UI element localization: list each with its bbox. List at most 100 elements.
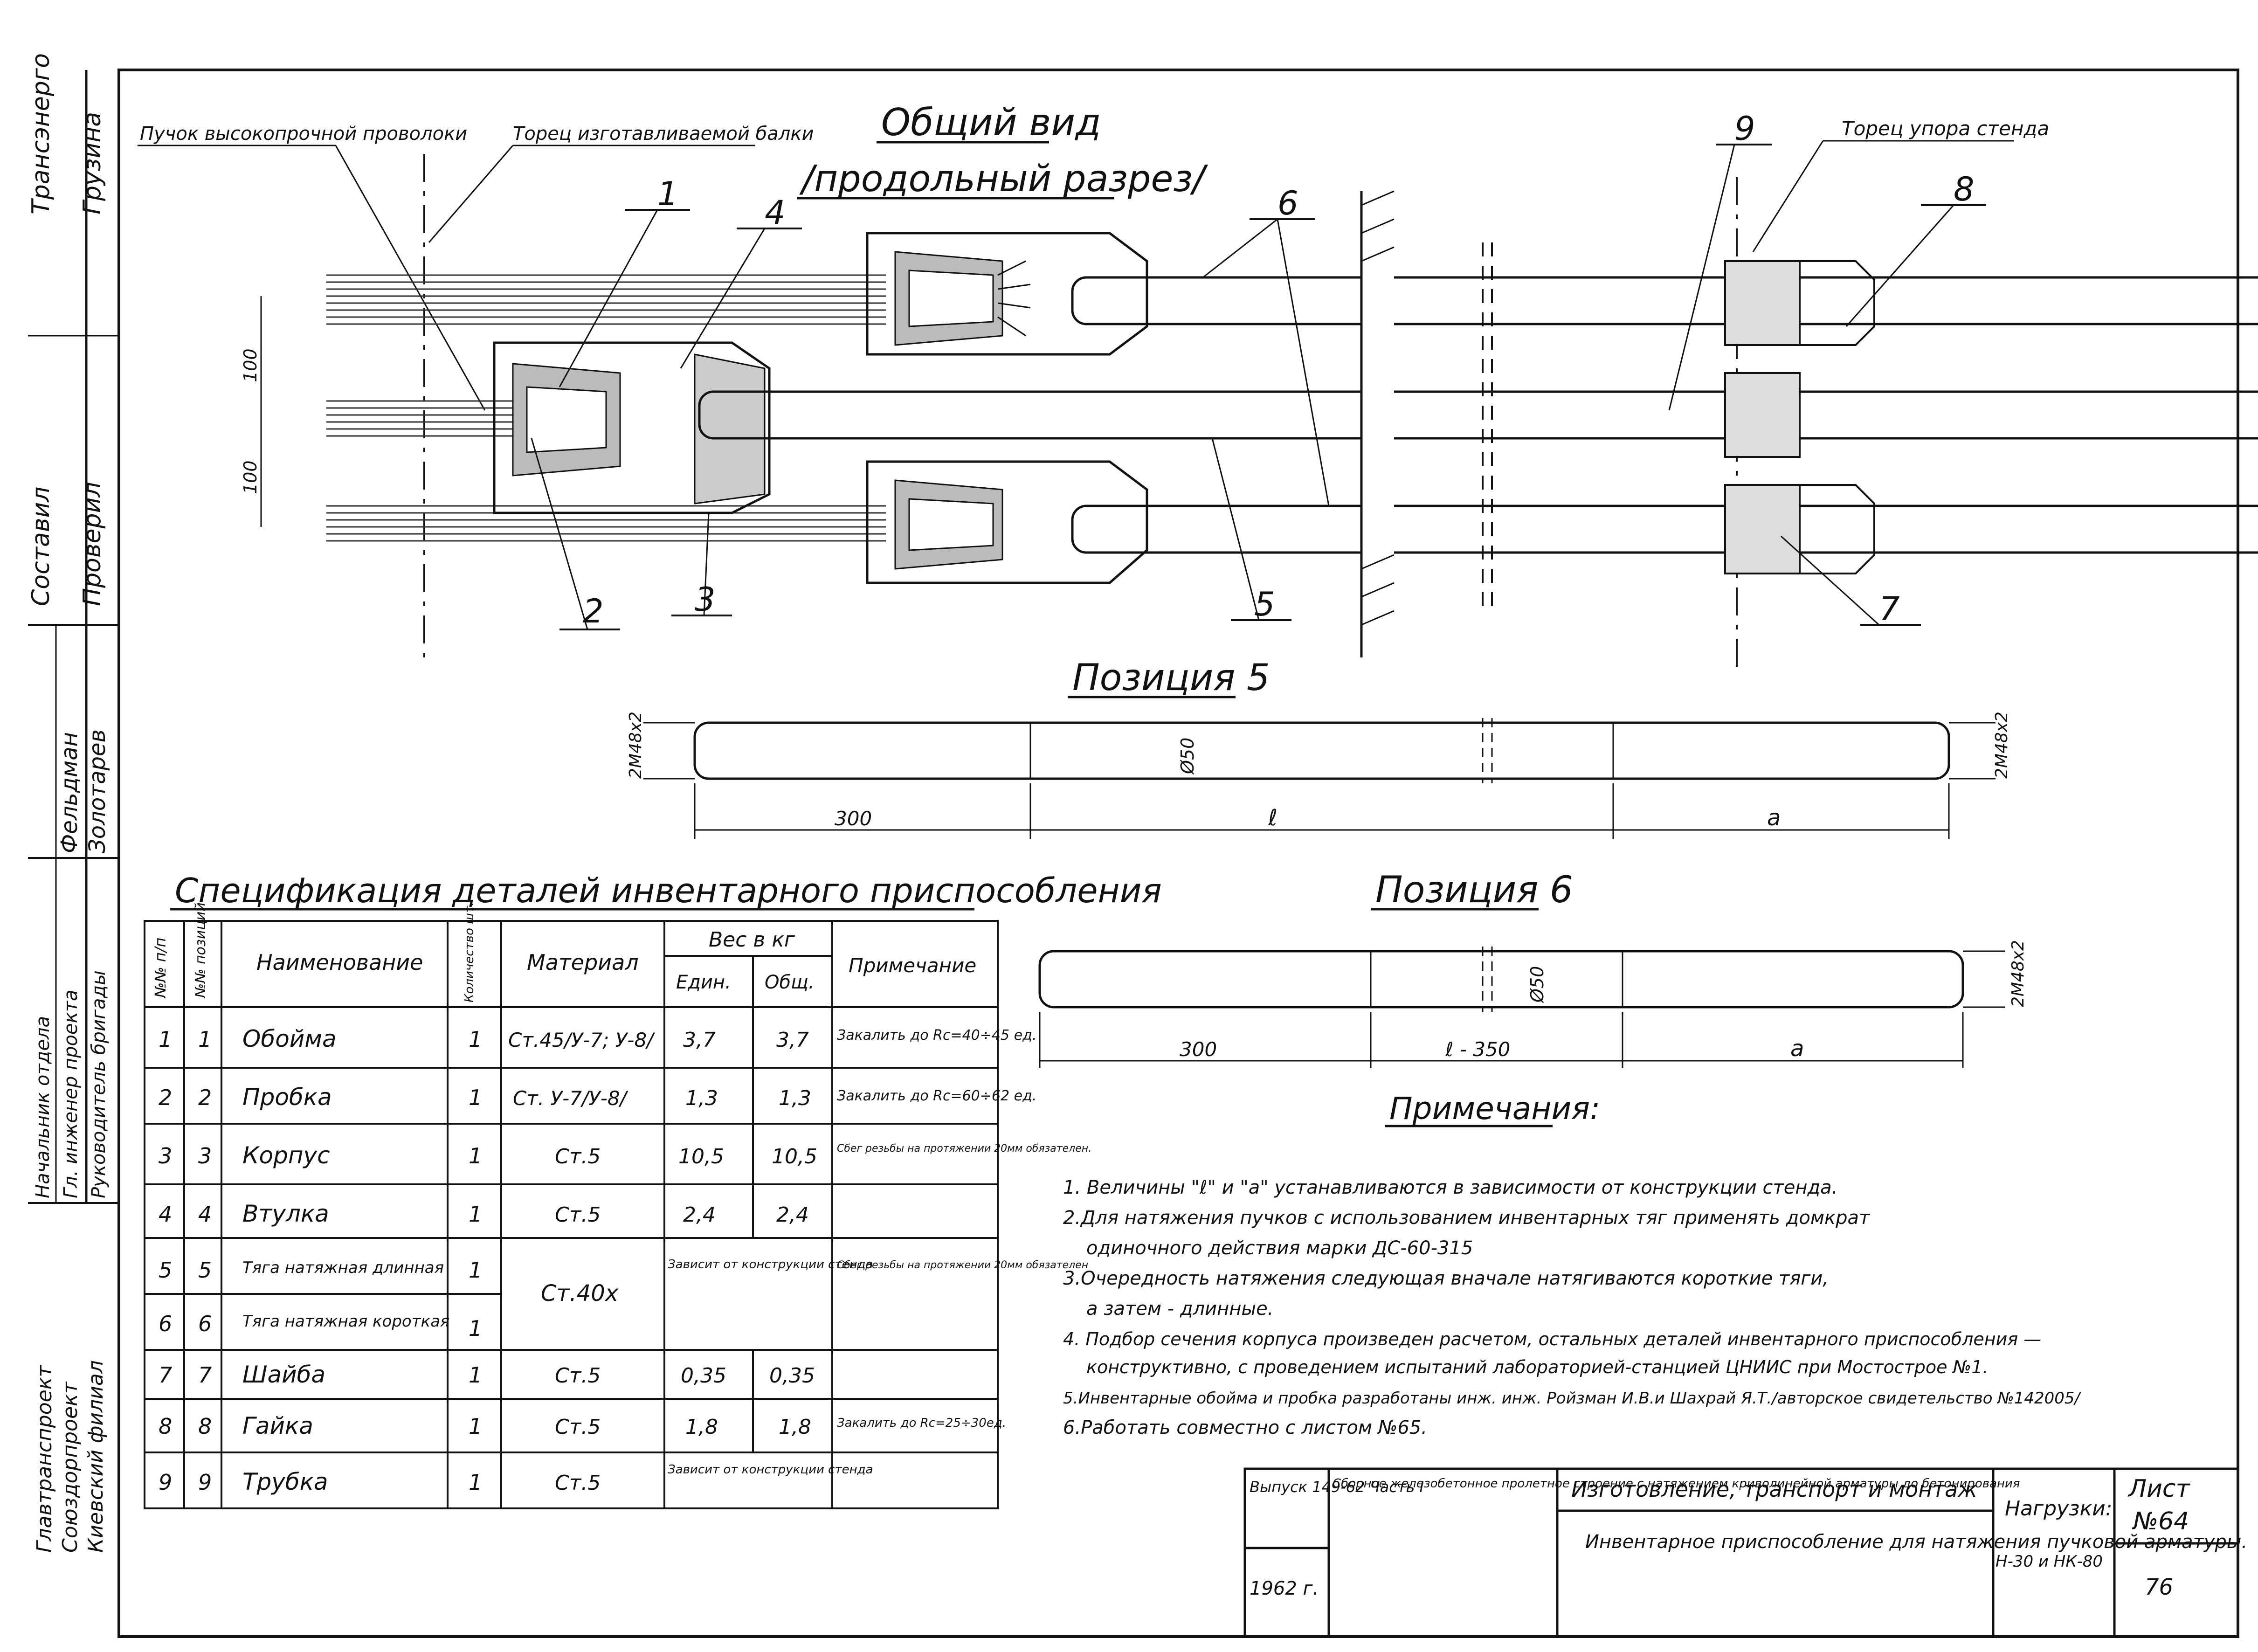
tb-sheet-label: Лист: [2127, 1475, 2190, 1503]
row8-note: Закалить до Rс=25÷30ед.: [837, 1416, 1006, 1430]
row2-total: 1,3: [779, 1086, 811, 1110]
pos-label-4: 4: [765, 194, 786, 232]
merged-note: Сбег резьбы на протяжении 20мм обязателе…: [837, 1259, 1088, 1271]
position6-dim-300: 300: [1180, 1038, 1217, 1061]
stand-wall: [1360, 190, 1395, 657]
tb-section: Изготовление, транспорт и монтаж: [1571, 1477, 1977, 1502]
row6-qty: 1: [469, 1316, 482, 1341]
pos-label-9: 9: [1734, 110, 1755, 148]
row6-name: Тяга натяжная короткая: [242, 1312, 449, 1331]
spec-row-8: 8 8 Гайка 1 Ст.5 1,8 1,8 Закалить до Rс=…: [159, 1412, 1006, 1439]
note-2: 2.Для натяжения пучков с использованием …: [1063, 1207, 1871, 1229]
side-person-1: Грузина: [78, 112, 106, 214]
position5-title: Позиция 5: [1072, 657, 1270, 699]
row9-qty: 1: [469, 1470, 482, 1495]
pos-label-5: 5: [1254, 585, 1275, 623]
header-weight: Вес в кг: [709, 928, 795, 952]
row8-qty: 1: [469, 1414, 482, 1439]
row9-name: Трубка: [242, 1468, 328, 1495]
row5-no: 5: [159, 1258, 172, 1283]
row9-pos: 9: [198, 1470, 212, 1495]
spec-row-7: 7 7 Шайба 1 Ст.5 0,35 0,35: [159, 1361, 815, 1388]
main-frame: [117, 69, 2239, 1638]
title-block: Выпуск 149-62 Часть I 1962 г. Сборное же…: [1243, 1467, 2247, 1638]
notes-title: Примечания:: [1389, 1091, 1600, 1127]
position5-dim-l: ℓ: [1268, 805, 1277, 831]
dim-100-upper: 100: [240, 348, 261, 382]
row9-weight: Зависит от конструкции стенда: [668, 1463, 873, 1477]
merged-weight: Зависит от конструкции стенда: [668, 1258, 873, 1272]
row1-unit: 3,7: [683, 1028, 716, 1052]
general-view-subtitle: /продольный разрез/: [799, 158, 1208, 200]
position6-title: Позиция 6: [1375, 869, 1573, 911]
middle-anchor: [493, 341, 771, 514]
row2-no: 2: [159, 1085, 172, 1110]
note-3: 3.Очередность натяжения следующая вначал…: [1063, 1268, 1829, 1289]
row4-unit: 2,4: [683, 1203, 716, 1227]
row8-pos: 8: [198, 1414, 212, 1439]
spec-row-2: 2 2 Пробка 1 Ст. У-7/У-8/ 1,3 1,3 Закали…: [159, 1084, 1036, 1111]
spec-row-1: 1 1 Обойма 1 Ст.45/У-7; У-8/ 3,7 3,7 Зак…: [159, 1025, 1036, 1052]
row1-total: 3,7: [776, 1028, 809, 1052]
pos-label-8: 8: [1954, 170, 1975, 208]
side-person-3: Золотарев: [84, 729, 110, 853]
position6-dim-a: а: [1790, 1036, 1804, 1062]
position6-diameter: Ø50: [1527, 966, 1547, 1003]
rod-middle: [698, 390, 2258, 440]
note-3b: а затем - длинные.: [1086, 1298, 1273, 1320]
header-weight-unit: Един.: [676, 972, 731, 993]
row6-no: 6: [159, 1311, 172, 1336]
position6-thread-right: 2М48х2: [2009, 940, 2028, 1007]
side-role-5: Проверил: [78, 482, 106, 606]
side-role-1: Начальник отдела: [32, 1016, 54, 1198]
position5-dim-a: а: [1767, 805, 1781, 831]
row3-material: Ст.5: [555, 1145, 601, 1168]
side-org-2: Главтранспроект: [33, 1365, 56, 1553]
row3-qty: 1: [469, 1143, 482, 1168]
merged-material: Ст.40х: [541, 1280, 619, 1306]
row7-unit: 0,35: [681, 1364, 726, 1388]
spec-row-9: 9 9 Трубка 1 Ст.5 Зависит от конструкции…: [159, 1463, 873, 1495]
row2-note: Закалить до Rс=60÷62 ед.: [837, 1088, 1036, 1104]
row1-no: 1: [159, 1027, 172, 1052]
general-view-title: Общий вид: [881, 101, 1101, 144]
rod-lower: [1071, 505, 2258, 554]
side-role-4: Составил: [27, 486, 55, 606]
spec-row-4: 4 4 Втулка 1 Ст.5 2,4 2,4: [159, 1200, 809, 1227]
row1-material: Ст.45/У-7; У-8/: [508, 1029, 655, 1051]
note-6: 6.Работать совместно с листом №65.: [1063, 1417, 1427, 1438]
header-pos: №№ позиций: [193, 902, 209, 999]
row8-total: 1,8: [779, 1415, 811, 1439]
callout-beam-end: Торец изготавливаемой балки: [513, 123, 814, 145]
spec-title: Спецификация деталей инвентарного приспо…: [175, 871, 1162, 910]
row1-qty: 1: [469, 1027, 482, 1052]
pos-label-1: 1: [657, 175, 678, 213]
callout-bundle: Пучок высокопрочной проволоки: [140, 123, 467, 145]
header-name: Наименование: [256, 950, 423, 975]
tb-year: 1962 г.: [1250, 1578, 1319, 1599]
row3-name: Корпус: [242, 1142, 330, 1169]
side-stamp: Трансэнерго Грузина Составил Проверил Фе…: [27, 53, 110, 1553]
tb-sheet-no: №64: [2132, 1507, 2189, 1535]
side-org-4: Киевский филиал: [84, 1360, 108, 1553]
row7-qty: 1: [469, 1362, 482, 1388]
tb-issue: Выпуск 149-62 Часть I: [1250, 1478, 1424, 1496]
side-person-2: Фельдман: [56, 732, 83, 853]
row8-name: Гайка: [242, 1412, 313, 1439]
spec-row-5: 5 5 Тяга натяжная длинная 1: [159, 1258, 482, 1283]
position5-thread-left: 2М48х2: [626, 712, 645, 779]
row7-no: 7: [159, 1362, 172, 1388]
position6-dim-l: ℓ - 350: [1445, 1038, 1510, 1061]
position5-diameter: Ø50: [1177, 738, 1198, 775]
position-labels: 1 2 3 4 5 6 7 8 9: [531, 110, 1986, 630]
row3-total: 10,5: [772, 1145, 817, 1168]
break-marks: [1482, 242, 1493, 606]
position5-dim-300: 300: [835, 807, 872, 830]
pos-label-6: 6: [1277, 184, 1298, 222]
header-note: Примечание: [849, 954, 976, 977]
tb-name: Инвентарное приспособление для натяжения…: [1585, 1531, 2247, 1553]
side-role-3: Руководитель бригады: [88, 970, 110, 1198]
spec-row-6: 6 6 Тяга натяжная короткая 1: [159, 1311, 482, 1341]
row3-no: 3: [159, 1143, 172, 1168]
row7-pos: 7: [198, 1362, 212, 1388]
